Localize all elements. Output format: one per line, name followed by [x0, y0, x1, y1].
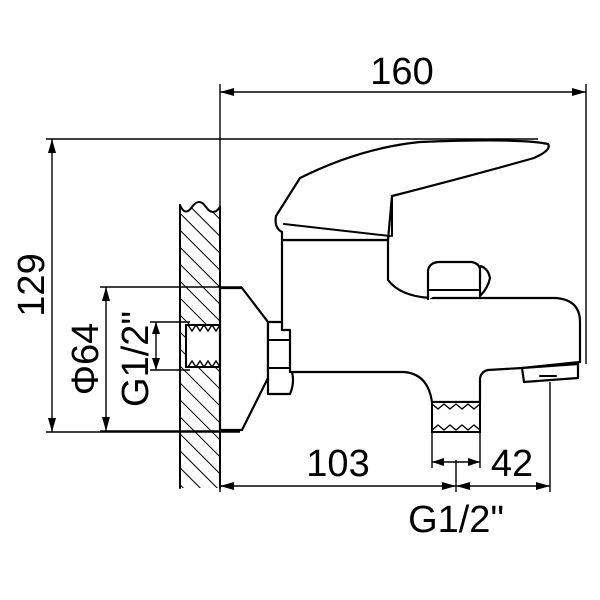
wall-inlet-pipe	[185, 323, 221, 369]
dimension-label-129: 129	[11, 253, 53, 316]
dimension-centre-offset: 103	[220, 443, 456, 490]
dimension-label-42: 42	[491, 443, 533, 485]
dimension-total-height: 129	[11, 139, 56, 432]
dimension-spout-offset: 42	[456, 443, 550, 490]
dimension-label-160: 160	[370, 51, 433, 93]
lever-handle[interactable]	[274, 139, 550, 242]
dimension-diameter: Φ64	[65, 287, 110, 431]
diverter-knob[interactable]	[426, 260, 492, 300]
dimension-label-outlet-thread: G1/2"	[408, 499, 504, 541]
dimension-label-inlet-thread: G1/2"	[115, 311, 157, 407]
spout-aerator	[520, 362, 580, 384]
dimension-label-diameter: Φ64	[65, 323, 107, 396]
escutcheon	[218, 286, 270, 432]
dimension-inlet-thread: G1/2"	[115, 311, 160, 407]
dimension-outlet-thread: G1/2"	[408, 458, 504, 541]
bottom-outlet	[431, 401, 481, 433]
dimension-total-width: 160	[220, 51, 586, 96]
mixer-body	[280, 238, 582, 404]
dimension-label-103: 103	[306, 443, 369, 485]
